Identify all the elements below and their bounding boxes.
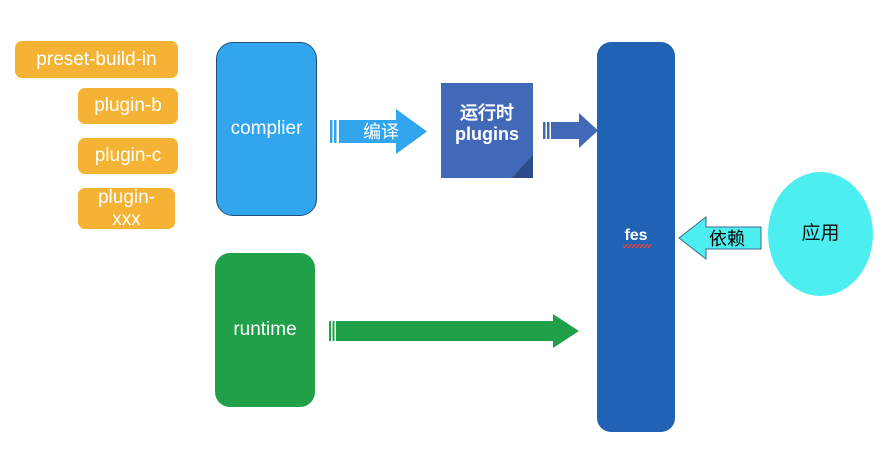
- node-fes[interactable]: fes: [597, 42, 675, 432]
- plugin-chip-plugin-b[interactable]: plugin-b: [78, 88, 178, 124]
- arrow-depend-shape: [678, 215, 762, 261]
- node-runtime-plugins-label: 运行时 plugins: [455, 102, 519, 144]
- node-runtime[interactable]: runtime: [215, 253, 315, 407]
- arrow-compile[interactable]: 编译: [330, 107, 428, 156]
- node-runtime-plugins[interactable]: 运行时 plugins: [441, 83, 533, 178]
- node-complier-label: complier: [230, 118, 303, 140]
- plugin-chip-plugin-xxx[interactable]: plugin- xxx: [78, 186, 175, 230]
- plugin-chip-label: plugin- xxx: [97, 186, 156, 230]
- arrow-plugins-to-fes-shape: [543, 113, 598, 148]
- arrow-plugins-to-fes[interactable]: [543, 112, 599, 149]
- node-complier[interactable]: complier: [216, 42, 317, 216]
- node-fes-label: fes: [623, 227, 651, 249]
- node-app[interactable]: 应用: [768, 172, 873, 296]
- arrow-runtime-to-fes-shape: [329, 314, 579, 348]
- plugin-chip-label: plugin-b: [94, 95, 162, 117]
- plugin-chip-label: preset-build-in: [36, 48, 157, 70]
- arrow-depend[interactable]: 依赖: [678, 215, 762, 261]
- plugin-chip-label: plugin-c: [94, 145, 162, 167]
- node-app-label: 应用: [801, 223, 840, 245]
- arrow-runtime-to-fes[interactable]: [329, 313, 580, 349]
- plugin-chip-preset-build-in[interactable]: preset-build-in: [15, 41, 178, 78]
- node-runtime-label: runtime: [233, 319, 297, 341]
- arrow-compile-shape: [330, 109, 427, 154]
- plugin-chip-plugin-c[interactable]: plugin-c: [78, 138, 178, 174]
